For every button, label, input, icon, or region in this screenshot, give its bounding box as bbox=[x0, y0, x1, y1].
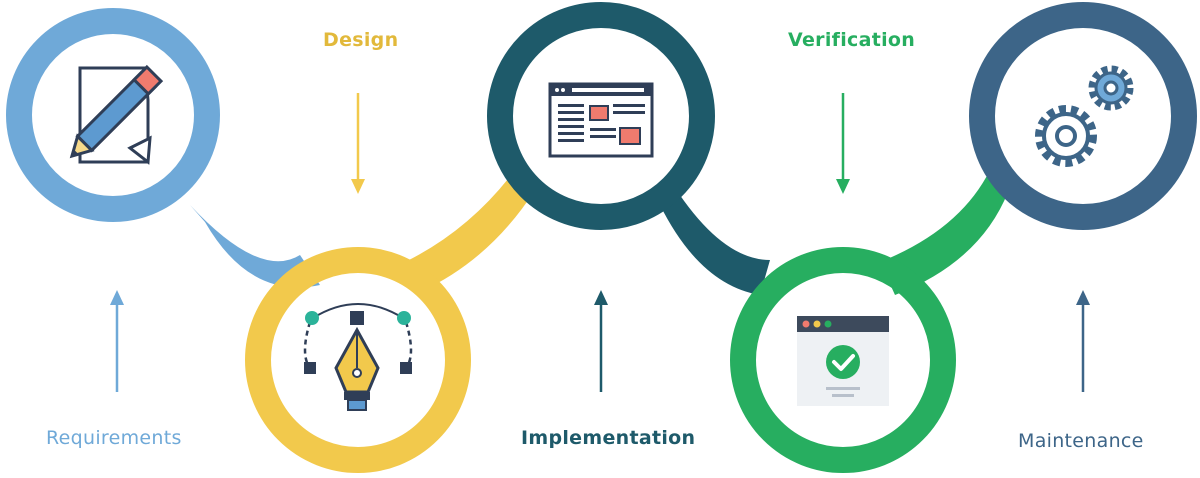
arrow-up-implementation-icon bbox=[594, 290, 608, 392]
ring-design bbox=[245, 247, 471, 473]
connector-verification-maintenance bbox=[880, 170, 1008, 295]
arrow-down-verification-icon bbox=[836, 93, 850, 194]
label-requirements: Requirements bbox=[46, 427, 182, 449]
connector-design-implementation bbox=[405, 170, 535, 292]
rings bbox=[6, 2, 1197, 473]
label-verification: Verification bbox=[788, 29, 916, 51]
ring-requirements bbox=[6, 8, 220, 222]
browser-layout-icon bbox=[548, 82, 654, 158]
pencil-paper-icon bbox=[69, 64, 164, 165]
connector-requirements-design bbox=[190, 205, 320, 288]
gears-icon bbox=[1035, 65, 1134, 167]
gear-small-icon bbox=[1088, 65, 1134, 111]
connector-implementation-verification bbox=[660, 180, 770, 295]
check-window-icon bbox=[797, 316, 889, 406]
label-implementation: Implementation bbox=[521, 427, 696, 449]
ring-maintenance bbox=[969, 2, 1197, 230]
arrow-up-maintenance-icon bbox=[1076, 290, 1090, 392]
label-maintenance: Maintenance bbox=[1018, 430, 1144, 452]
arrows bbox=[110, 93, 1090, 392]
label-design: Design bbox=[323, 29, 399, 51]
ring-verification bbox=[730, 247, 956, 473]
ring-implementation bbox=[487, 2, 715, 230]
gear-large-icon bbox=[1035, 105, 1097, 167]
arrow-down-design-icon bbox=[351, 93, 365, 194]
pen-tool-icon bbox=[303, 303, 413, 411]
connectors bbox=[190, 170, 1008, 295]
arrow-up-requirements-icon bbox=[110, 290, 124, 392]
